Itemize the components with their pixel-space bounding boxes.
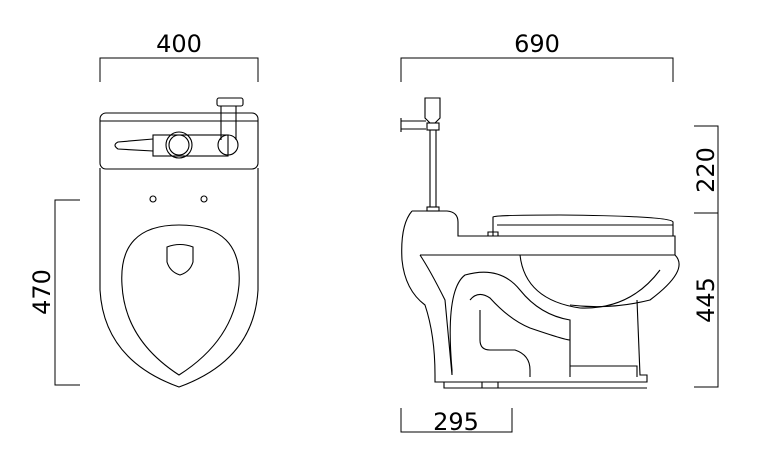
toilet-top-view — [99, 97, 259, 388]
dimension-470: 470 — [28, 199, 80, 386]
dimension-label-400: 400 — [156, 30, 202, 58]
dimension-label-295: 295 — [433, 408, 479, 436]
bolt-hole — [149, 195, 157, 203]
dimension-690: 690 — [400, 30, 674, 82]
dimension-label-220: 220 — [692, 147, 720, 193]
dimension-label-690: 690 — [514, 30, 560, 58]
dimension-label-470: 470 — [28, 269, 56, 315]
dimension-445: 445 — [692, 213, 720, 388]
toilet-seat — [121, 224, 240, 376]
flush-pipe — [400, 97, 441, 212]
dimension-295: 295 — [400, 408, 513, 436]
dimension-label-445: 445 — [692, 277, 720, 323]
dimension-220: 220 — [692, 125, 720, 214]
dimension-400: 400 — [99, 30, 259, 82]
flush-valve — [114, 97, 244, 159]
drain-outlet — [166, 243, 194, 276]
bolt-hole — [200, 195, 208, 203]
toilet-side-view — [400, 97, 680, 389]
